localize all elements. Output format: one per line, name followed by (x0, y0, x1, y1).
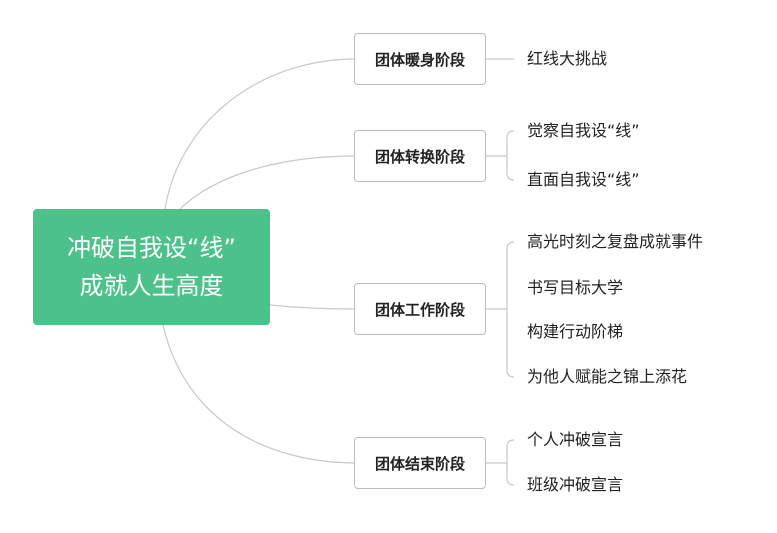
connector-root-stage1 (164, 58, 355, 210)
leaf-red-line-challenge[interactable]: 红线大挑战 (527, 49, 608, 68)
root-title-line2: 成就人生高度 (79, 272, 224, 300)
stage-transition[interactable]: 团体转换阶段 (354, 130, 486, 182)
stage-warmup[interactable]: 团体暖身阶段 (354, 33, 486, 85)
root-title-line1: 冲破自我设“线” (67, 234, 236, 262)
connector-stage4-leaves (486, 439, 515, 486)
leaf-class-declaration[interactable]: 班级冲破宣言 (527, 475, 624, 494)
leaf-empower-others[interactable]: 为他人赋能之锦上添花 (527, 367, 688, 386)
leaf-personal-declaration[interactable]: 个人冲破宣言 (527, 430, 624, 449)
stage-ending[interactable]: 团体结束阶段 (354, 437, 486, 489)
leaf-aware-self-line[interactable]: 觉察自我设“线” (527, 121, 640, 140)
connector-stage3-leaves (486, 241, 515, 378)
connector-root-stage2 (179, 155, 355, 210)
stage-working[interactable]: 团体工作阶段 (354, 283, 486, 335)
leaf-face-self-line[interactable]: 直面自我设“线” (527, 170, 640, 189)
root-topic[interactable]: 冲破自我设“线” 成就人生高度 (33, 209, 270, 325)
connector-root-stage4 (162, 324, 355, 464)
leaf-highlight-moments[interactable]: 高光时刻之复盘成就事件 (527, 232, 704, 251)
connector-root-stage3 (269, 304, 355, 310)
leaf-write-target-university[interactable]: 书写目标大学 (527, 278, 624, 297)
connector-stage2-leaves (486, 130, 515, 181)
leaf-build-action-ladder[interactable]: 构建行动阶梯 (527, 322, 624, 341)
